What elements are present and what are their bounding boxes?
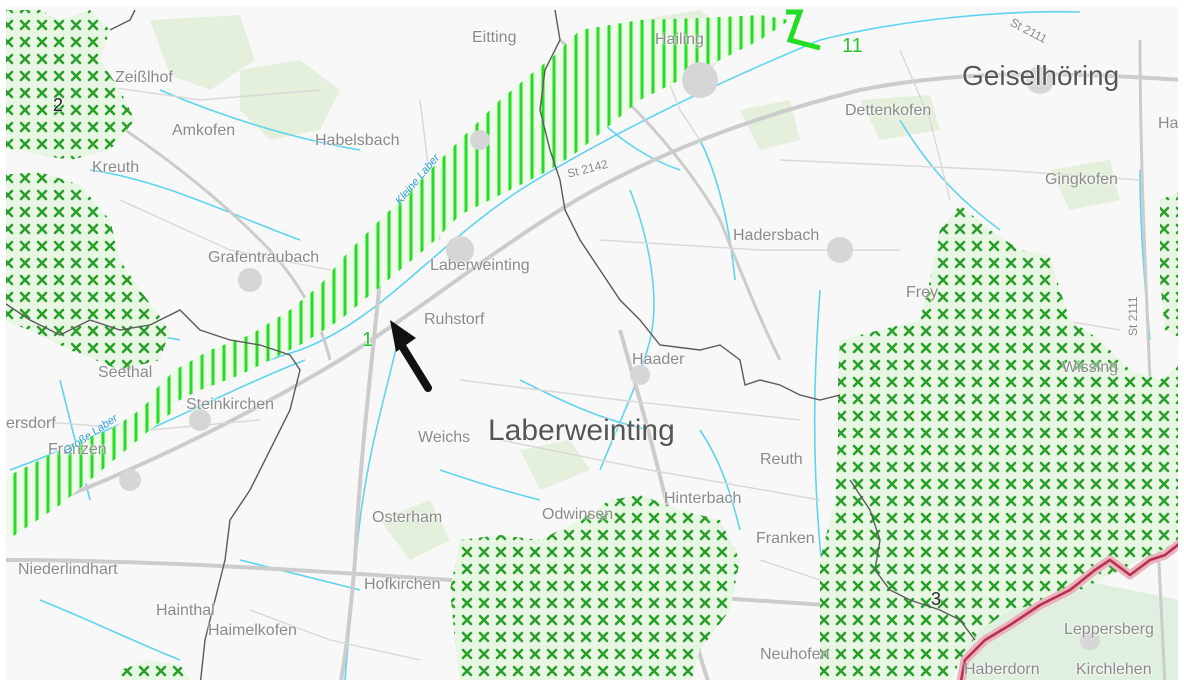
striped-areas xyxy=(0,15,790,545)
place-label-eitting: Eitting xyxy=(472,29,517,46)
place-label-hainthal: Hainthal xyxy=(156,602,215,619)
place-label-geiselhoering: Geiselhöring xyxy=(962,60,1120,91)
place-label-weichs: Weichs xyxy=(418,429,471,446)
place-label-ha-edge: Ha xyxy=(1158,115,1179,132)
place-label-hofkirchen: Hofkirchen xyxy=(364,576,441,593)
place-label-sersdorf: ersdorf xyxy=(6,415,56,432)
arrow-pointer-icon xyxy=(390,320,432,392)
cross-hatched-areas xyxy=(0,10,1184,686)
road-label-st2111-right: St 2111 xyxy=(1126,296,1140,336)
place-label-wissing: Wissing xyxy=(1062,359,1119,376)
municipal-boundaries xyxy=(0,9,976,686)
place-label-hailing: Hailing xyxy=(655,31,704,48)
place-label-osterham: Osterham xyxy=(372,509,443,526)
place-label-leppersberg: Leppersberg xyxy=(1064,621,1154,638)
area-number-2: 2 xyxy=(53,95,64,115)
place-label-seethal: Seethal xyxy=(98,364,153,381)
place-label-kreuth: Kreuth xyxy=(92,159,140,176)
place-label-laberweinting-municipality: Laberweinting xyxy=(488,414,675,447)
place-label-amkofen: Amkofen xyxy=(172,122,236,139)
place-label-franzen: Franzen xyxy=(48,441,107,458)
area-number-3: 3 xyxy=(931,589,942,609)
place-label-reuth: Reuth xyxy=(760,451,803,468)
area-number-1: 1 xyxy=(362,329,374,351)
place-label-neuhofen: Neuhofen xyxy=(760,646,830,663)
place-label-laberweinting-village: Laberweinting xyxy=(430,257,530,274)
place-label-ruhstorf: Ruhstorf xyxy=(424,311,485,328)
place-label-niederlindhart: Niederlindhart xyxy=(18,561,118,578)
place-label-frey: Frey xyxy=(906,284,938,301)
place-label-zeisslhof: Zeißlhof xyxy=(115,69,173,86)
region-11-marker xyxy=(786,9,821,51)
place-label-haader: Haader xyxy=(632,351,685,368)
district-boundary xyxy=(955,536,1184,686)
place-label-hadersbach: Hadersbach xyxy=(733,227,820,244)
settlements xyxy=(119,62,1100,650)
place-label-dettenkofen: Dettenkofen xyxy=(845,102,932,119)
place-label-haimelkofen: Haimelkofen xyxy=(208,622,297,639)
place-label-habelsbach: Habelsbach xyxy=(315,132,400,149)
place-label-haberdorn: Haberdorn xyxy=(964,661,1040,678)
place-label-hinterbach: Hinterbach xyxy=(664,490,742,507)
area-number-11: 11 xyxy=(842,35,863,57)
place-label-steinkirchen: Steinkirchen xyxy=(186,396,275,413)
place-label-odwinsen: Odwinsen xyxy=(542,506,614,523)
place-label-franken: Franken xyxy=(756,530,815,547)
place-label-kirchlehen: Kirchlehen xyxy=(1076,661,1152,678)
place-label-gingkofen: Gingkofen xyxy=(1045,171,1118,188)
place-label-grafentraubach: Grafentraubach xyxy=(208,249,320,266)
